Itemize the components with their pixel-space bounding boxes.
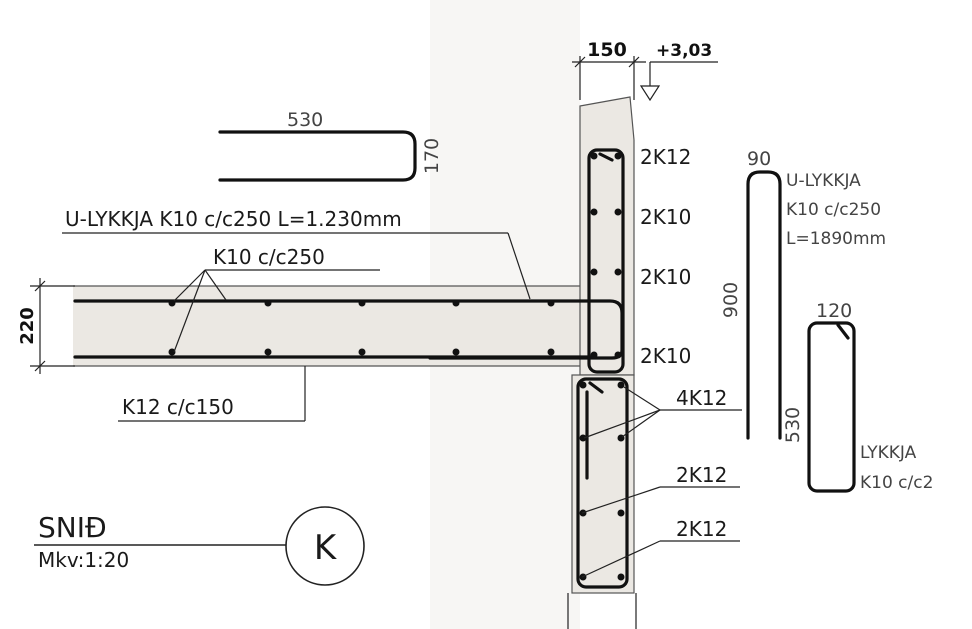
section-marker-letter: K bbox=[314, 528, 338, 568]
u-bar-shape-right bbox=[746, 170, 782, 440]
wall-label-6: 2K12 bbox=[676, 463, 727, 487]
stirrup-line2: K10 c/c2 bbox=[860, 473, 933, 493]
wall-lower-stirrup bbox=[576, 377, 629, 589]
wall-label-4: 2K10 bbox=[640, 344, 691, 368]
stirrup-top: 120 bbox=[816, 300, 852, 322]
u-right-length: 900 bbox=[720, 282, 742, 318]
top-bars-leader bbox=[173, 269, 380, 353]
u-bar-shape-top bbox=[218, 130, 417, 182]
wall-thickness-dimension bbox=[572, 56, 646, 100]
wall-thickness-label: 150 bbox=[587, 39, 627, 61]
stirrup-line1: LYKKJA bbox=[860, 443, 917, 463]
level-label: +3,03 bbox=[656, 41, 712, 61]
u-bar-label: U-LYKKJA K10 c/c250 L=1.230mm bbox=[65, 207, 402, 231]
u-right-top: 90 bbox=[747, 148, 771, 170]
slab-rebar-dots bbox=[168, 299, 555, 356]
wall-label-7: 2K12 bbox=[676, 517, 727, 541]
u-right-line2: K10 c/c250 bbox=[786, 200, 881, 220]
slab-thickness-dimension bbox=[30, 278, 75, 374]
u-bar-leader bbox=[62, 232, 531, 300]
wall-label-1: 2K12 bbox=[640, 145, 691, 169]
wall-label-3: 2K10 bbox=[640, 265, 691, 289]
u-top-length: 530 bbox=[287, 109, 323, 131]
u-right-line3: L=1890mm bbox=[786, 229, 886, 249]
level-marker bbox=[639, 61, 718, 102]
wall-lower-leaders bbox=[581, 386, 742, 578]
section-marker-circle bbox=[285, 506, 365, 586]
stirrup-length: 530 bbox=[782, 407, 804, 443]
top-bars-label: K10 c/c250 bbox=[213, 245, 325, 269]
wall-label-5: 4K12 bbox=[676, 386, 727, 410]
wall-label-2: 2K10 bbox=[640, 205, 691, 229]
wall-concrete bbox=[567, 96, 637, 629]
stirrup-shape bbox=[807, 321, 856, 493]
u-top-height: 170 bbox=[421, 138, 443, 174]
bottom-bars-leader bbox=[118, 366, 306, 422]
slab-thickness-label: 220 bbox=[17, 307, 38, 345]
section-scale: Mkv:1:20 bbox=[38, 548, 129, 572]
slab-concrete bbox=[73, 285, 580, 367]
wall-upper-stirrup bbox=[587, 148, 625, 374]
u-right-line1: U-LYKKJA bbox=[786, 171, 861, 191]
bottom-bars-label: K12 c/c150 bbox=[122, 395, 234, 419]
section-title: SNIÐ bbox=[38, 511, 107, 544]
